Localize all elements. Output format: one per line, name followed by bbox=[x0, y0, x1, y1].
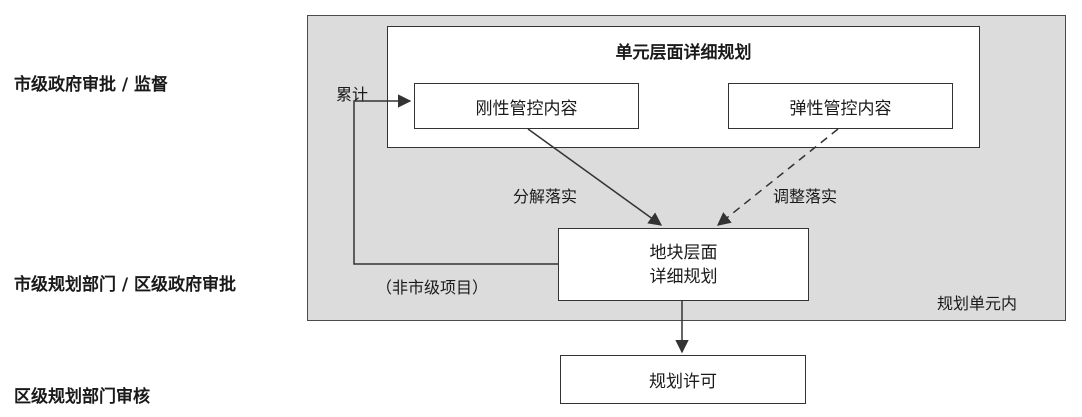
level-label-planning-department: 市级规划部门 / 区级政府审批 bbox=[14, 275, 237, 295]
planning-permit-box: 规划许可 bbox=[560, 355, 806, 404]
flexible-control-label: 弹性管控内容 bbox=[789, 98, 892, 119]
plot-detailed-plan-line2: 详细规划 bbox=[649, 266, 718, 287]
unit-detailed-plan-title: 单元层面详细规划 bbox=[615, 43, 752, 63]
flexible-control-box: 弹性管控内容 bbox=[728, 83, 953, 129]
annotation-decompose: 分解落实 bbox=[513, 187, 578, 206]
plot-detailed-plan-box: 地块层面 详细规划 bbox=[558, 228, 809, 301]
plot-detailed-plan-line1: 地块层面 bbox=[649, 242, 718, 263]
annotation-cumulative: 累计 bbox=[336, 85, 369, 104]
planning-unit-zone-label: 规划单元内 bbox=[936, 294, 1017, 313]
annotation-adjust: 调整落实 bbox=[773, 187, 838, 206]
rigid-control-box: 刚性管控内容 bbox=[414, 83, 639, 129]
planning-permit-label: 规划许可 bbox=[649, 372, 717, 392]
annotation-non-municipal: （非市级项目） bbox=[376, 278, 489, 297]
level-label-district-review: 区级规划部门审核 bbox=[14, 387, 150, 407]
level-label-municipal-government: 市级政府审批 / 监督 bbox=[14, 75, 169, 95]
rigid-control-label: 刚性管控内容 bbox=[475, 98, 578, 119]
